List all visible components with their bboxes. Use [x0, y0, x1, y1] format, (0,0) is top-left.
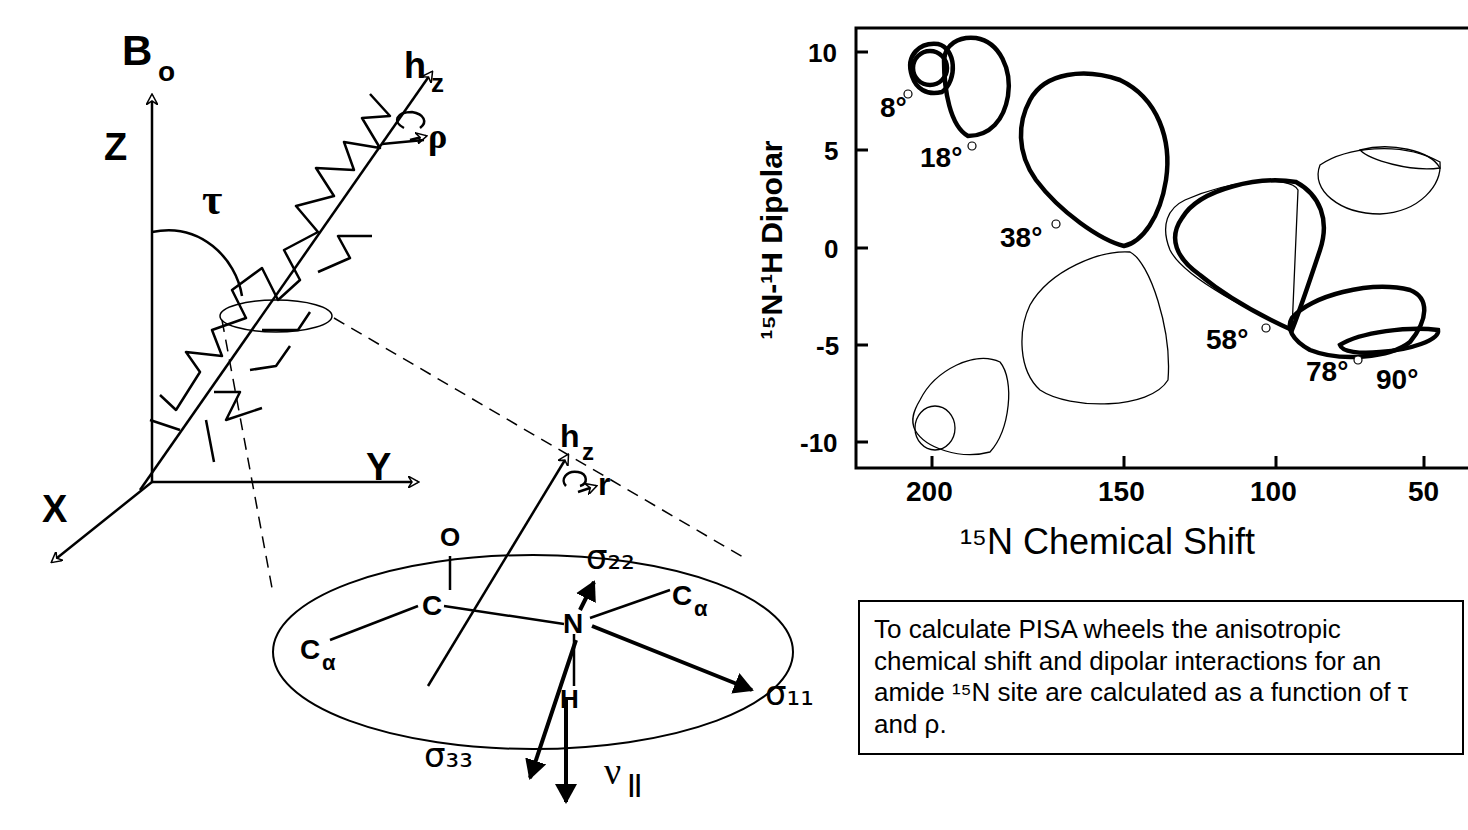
atom-subscript: α	[322, 652, 336, 674]
angle-marker: 90°	[1376, 366, 1418, 394]
angle-marker: 8°	[880, 94, 907, 122]
atom-label: O	[440, 524, 460, 550]
dipolar-label: ν	[604, 752, 621, 790]
tick-label: 200	[906, 478, 953, 506]
rotation-label: ρ	[428, 118, 447, 154]
angle-marker: 78°	[1306, 358, 1348, 386]
atom-label: C	[672, 582, 692, 610]
tick-label: 0	[824, 236, 838, 262]
atom-label: H	[560, 686, 579, 712]
axis-label: X	[42, 490, 67, 528]
tensor-label: σ₂₂	[586, 540, 635, 574]
dipolar-subscript: ||	[628, 772, 641, 796]
angle-marker: 38°	[1000, 224, 1042, 252]
angle-label: τ	[202, 178, 222, 222]
axis-label: h	[404, 48, 426, 84]
axis-title: ¹⁵N-¹H Dipolar	[757, 140, 787, 339]
atom-label: N	[563, 610, 583, 638]
tick-label: 10	[808, 40, 837, 66]
note-box: To calculate PISA wheels the anisotropic…	[858, 600, 1464, 755]
tick-label: 100	[1250, 478, 1297, 506]
field-label: B	[122, 30, 152, 72]
axis-subscript: z	[582, 440, 594, 464]
axis-label: Z	[104, 128, 127, 166]
tick-label: -10	[800, 430, 838, 456]
tick-label: 150	[1098, 478, 1145, 506]
field-subscript: o	[158, 58, 175, 86]
atom-label: C	[300, 636, 320, 664]
angle-marker: 18°	[920, 144, 962, 172]
tensor-label: σ₃₃	[424, 738, 473, 772]
tensor-label: σ₁₁	[765, 676, 814, 710]
axis-title: ¹⁵N Chemical Shift	[960, 524, 1255, 560]
note-text: To calculate PISA wheels the anisotropic…	[874, 614, 1448, 741]
axis-label: h	[560, 420, 580, 452]
atom-label: C	[422, 592, 442, 620]
angle-marker: 58°	[1206, 326, 1248, 354]
axis-subscript: z	[431, 70, 444, 96]
tick-label: 5	[824, 138, 838, 164]
axis-label: Y	[366, 448, 391, 486]
tick-label: 50	[1408, 478, 1439, 506]
rotation-label: r	[598, 468, 610, 500]
atom-subscript: α	[694, 598, 708, 620]
tick-label: -5	[816, 333, 839, 359]
